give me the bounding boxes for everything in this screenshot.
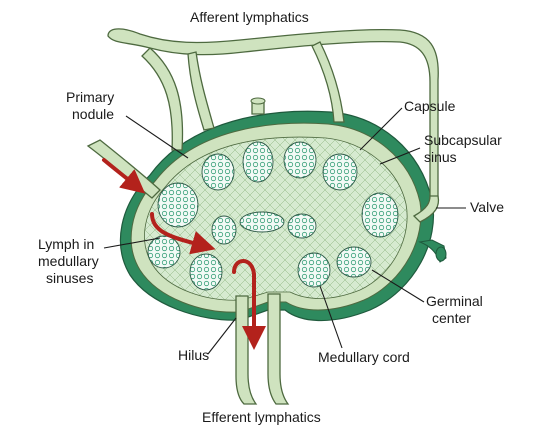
- nodule-7: [148, 236, 180, 268]
- germinal-center-nodule: [337, 247, 371, 277]
- afferent-vessel-left: [142, 48, 183, 150]
- nodule-3: [243, 142, 273, 182]
- label-subcapsular-1: Subcapsular: [424, 132, 502, 148]
- label-valve: Valve: [470, 199, 504, 215]
- label-primary-nodule-1: Primary: [66, 89, 114, 105]
- label-medullary-cord: Medullary cord: [318, 349, 410, 365]
- valve-opening: [436, 247, 446, 261]
- label-afferent-lymphatics: Afferent lymphatics: [190, 9, 309, 25]
- afferent-vessel-mid2: [312, 42, 344, 122]
- nodule-11: [240, 212, 284, 232]
- label-primary-nodule-2: nodule: [72, 106, 114, 122]
- nodule-12: [212, 216, 236, 244]
- nodule-5: [323, 154, 357, 190]
- nodule-13: [288, 214, 316, 238]
- label-hilus: Hilus: [178, 347, 209, 363]
- label-lymph-3: sinuses: [46, 270, 93, 286]
- nodule-2: [202, 154, 234, 190]
- label-lymph-1: Lymph in: [38, 236, 94, 252]
- label-subcapsular-2: sinus: [424, 149, 457, 165]
- label-germinal-1: Germinal: [426, 293, 483, 309]
- label-efferent-lymphatics: Efferent lymphatics: [202, 409, 321, 425]
- afferent-vessel-mid: [188, 52, 214, 130]
- label-germinal-2: center: [432, 310, 471, 326]
- nodule-1: [158, 183, 198, 227]
- top-stub-opening: [251, 98, 265, 104]
- nodule-6: [362, 193, 398, 237]
- nodule-4: [284, 142, 316, 178]
- label-capsule: Capsule: [404, 98, 456, 114]
- nodule-8: [190, 254, 222, 290]
- label-lymph-2: medullary: [38, 253, 99, 269]
- nodule-9: [298, 253, 330, 287]
- left-afferent-vessel: [88, 140, 160, 198]
